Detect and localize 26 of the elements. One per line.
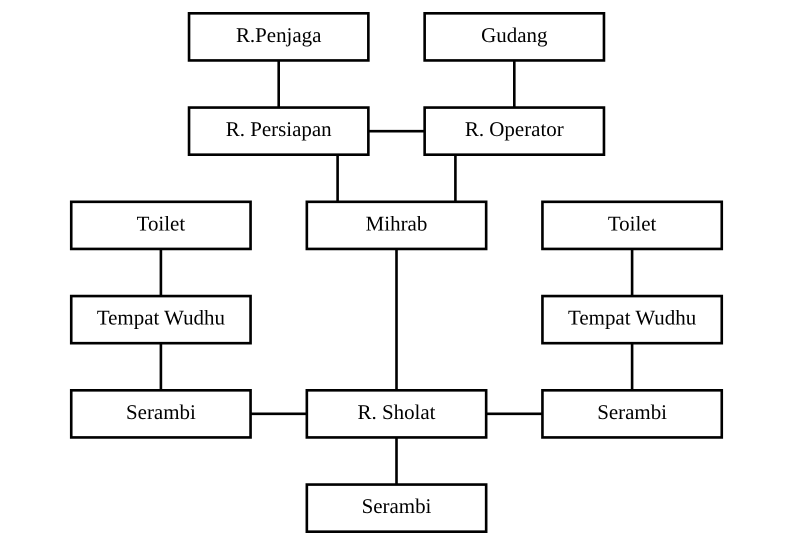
node-box: Serambi	[70, 389, 252, 439]
connector	[630, 343, 634, 390]
connector	[454, 154, 457, 202]
node-box: R. Operator	[423, 106, 606, 156]
node-box: R. Sholat	[306, 389, 488, 439]
connector	[336, 154, 339, 202]
connector	[368, 130, 424, 132]
connector	[395, 249, 398, 390]
node-box: Serambi	[541, 389, 724, 439]
connector	[160, 249, 162, 296]
node-box: Gudang	[423, 12, 606, 62]
connector	[250, 412, 307, 416]
connector	[513, 60, 516, 108]
node-box: Tempat Wudhu	[541, 294, 724, 344]
node-box: R. Persiapan	[188, 106, 370, 156]
connector	[160, 343, 162, 390]
connector	[395, 438, 398, 484]
connector	[630, 249, 634, 296]
connector	[486, 412, 542, 416]
node-box: R.Penjaga	[188, 12, 370, 62]
node-box: Serambi	[306, 483, 488, 533]
node-box: Toilet	[70, 200, 252, 250]
connector	[277, 60, 280, 108]
node-box: Tempat Wudhu	[70, 294, 252, 344]
node-box: Mihrab	[306, 200, 488, 250]
node-box: Toilet	[541, 200, 724, 250]
